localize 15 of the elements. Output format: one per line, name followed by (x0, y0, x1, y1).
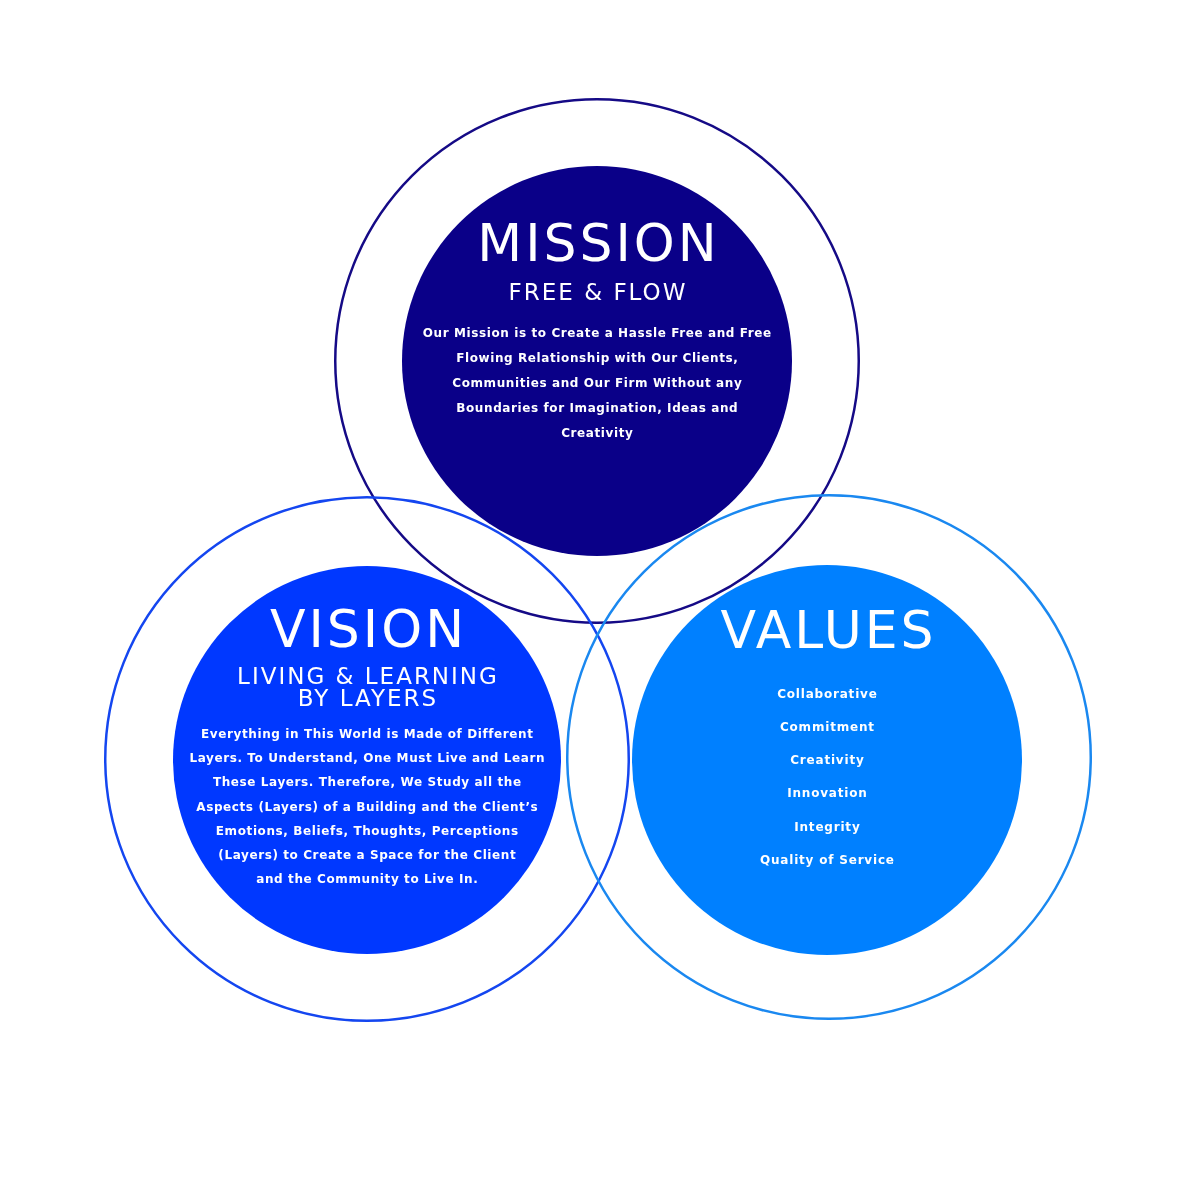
value-item: Quality of Service (759, 852, 896, 869)
subheading: LIVING & LEARNING BY LAYERS (236, 665, 500, 709)
body-text: Everything in This World is Made of Different Layers. To Understand, One Must Live and Learn These Layers. Therefore, We Study all the Aspects (Layers) of a Building and the Client’s Emotions, Beliefs, Thoughts, Perceptions (Layers) to Create a Space for the Client and the Community to Live In. (188, 725, 547, 889)
value-item: Innovation (786, 785, 869, 803)
values-ring (566, 494, 1092, 1020)
value-item: Commitment (778, 718, 876, 736)
heading: MISSION (476, 214, 721, 272)
value-item: Collaborative (776, 685, 879, 703)
value-item: Creativity (789, 752, 866, 770)
value-item: Integrity (793, 818, 862, 836)
body-text: Our Mission is to Create a Hassle Free and Free Flowing Relationship with Our Clients, Communities and Our Firm Without any Boundaries for Imagination, Ideas and Creativity (421, 324, 773, 442)
heading: VALUES (719, 601, 938, 659)
heading: VISION (268, 600, 469, 658)
subheading: FREE & FLOW (507, 278, 689, 306)
vision-ring (104, 496, 630, 1022)
